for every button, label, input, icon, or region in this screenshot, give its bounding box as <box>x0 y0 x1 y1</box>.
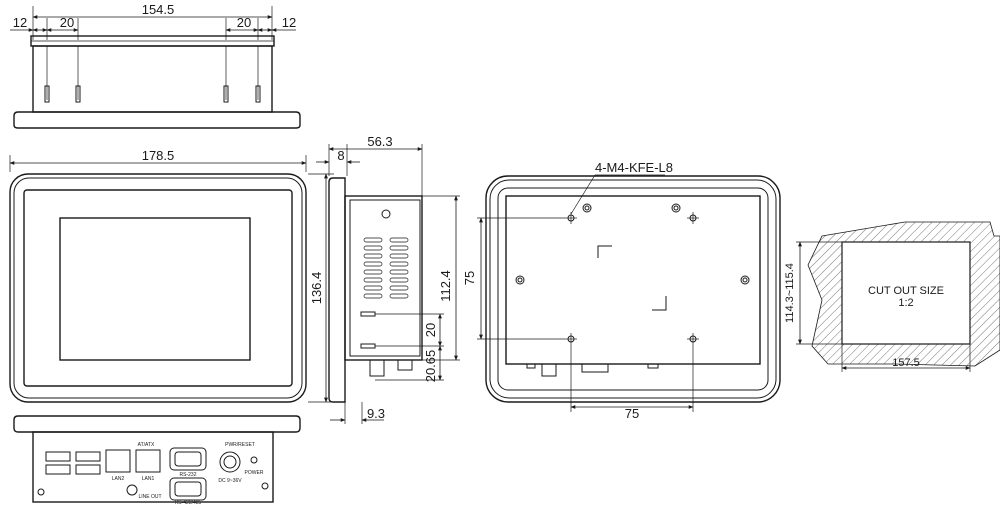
lan-ports <box>105 449 161 473</box>
side-view: 56.3 8 <box>316 134 460 424</box>
mount-studs <box>44 46 261 103</box>
cutout-view: CUT OUT SIZE 1:2 114.3~115.4 157.5 <box>784 221 1000 372</box>
side-offset-upper-label: 20 <box>423 323 438 337</box>
top-right-margin-label: 12 <box>282 15 296 30</box>
lan2-label: LAN2 <box>112 476 125 482</box>
rs232-label: RS-232 <box>180 472 197 478</box>
cutout-height-label: 114.3~115.4 <box>784 263 796 323</box>
reset-mode-label: AT/ATX <box>138 442 155 448</box>
rs422-label: RS-422/485 <box>175 500 202 506</box>
dc-label: DC 9~36V <box>218 478 242 484</box>
serial-ports <box>169 447 207 501</box>
rear-horizontal-spacing-label: 75 <box>625 406 639 421</box>
front-height-label: 136.4 <box>309 272 324 305</box>
rear-vertical-spacing-label: 75 <box>462 271 477 285</box>
pwr-reset-label: PWR/RESET <box>225 442 255 448</box>
usb-ports <box>45 451 101 475</box>
power-label: POWER <box>245 470 264 476</box>
bottom-io-view: LAN2 LAN1 RS-232 RS-422/485 AT/ATX PWR/R… <box>13 415 301 506</box>
front-view: 178.5 136.4 <box>9 148 334 403</box>
line-out-label: LINE OUT <box>138 494 161 500</box>
lan1-label: LAN1 <box>142 476 155 482</box>
front-width-label: 178.5 <box>142 148 175 163</box>
cutout-title: CUT OUT SIZE <box>868 285 944 297</box>
mount-points <box>565 212 699 345</box>
top-left-spacing-label: 20 <box>60 15 74 30</box>
cutout-width-label: 157.5 <box>892 357 920 369</box>
top-view: 154.5 12 20 20 12 <box>10 2 301 129</box>
top-right-spacing-label: 20 <box>237 15 251 30</box>
rear-view: 4-M4-KFE-L8 75 75 <box>462 160 781 421</box>
cutout-scale: 1:2 <box>898 297 913 309</box>
side-depth-label: 56.3 <box>367 134 392 149</box>
side-bottom-offset-label: 9.3 <box>367 406 385 421</box>
side-height-label: 112.4 <box>438 270 453 302</box>
top-width-label: 154.5 <box>142 2 175 17</box>
vent-slots <box>363 237 409 299</box>
hole-callout-label: 4-M4-KFE-L8 <box>595 160 673 175</box>
side-bezel-label: 8 <box>337 148 344 163</box>
side-offset-lower-label: 20.65 <box>423 350 438 383</box>
top-left-margin-label: 12 <box>13 15 27 30</box>
